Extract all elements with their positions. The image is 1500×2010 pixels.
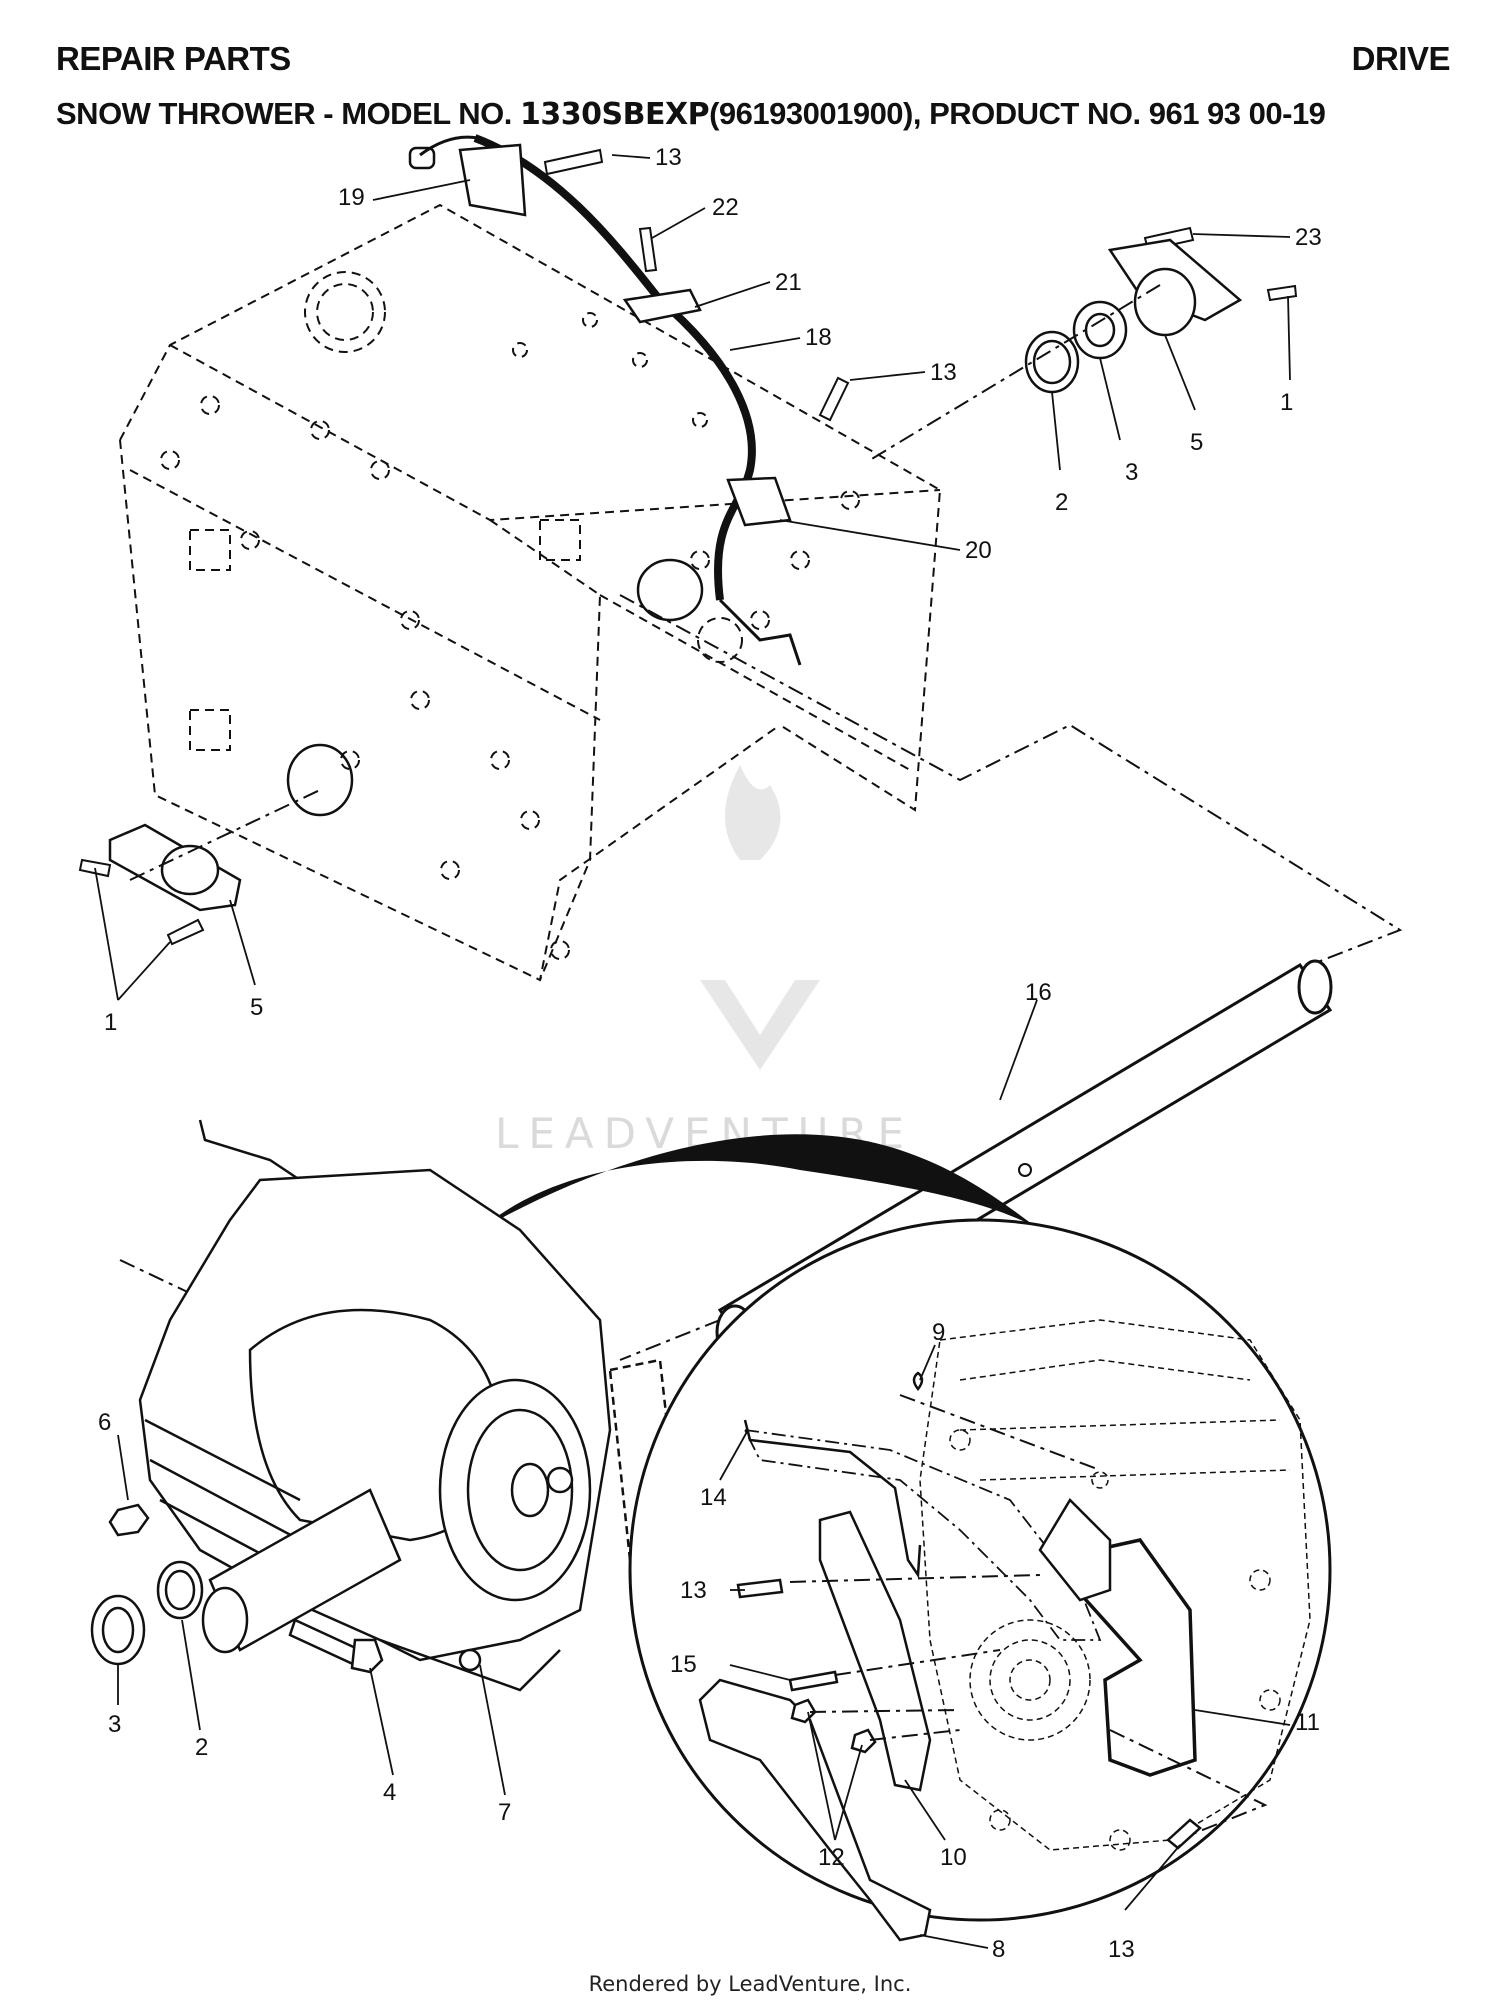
callout-5-right: 5 xyxy=(1190,429,1203,456)
callout-20: 20 xyxy=(965,537,992,564)
callout-15: 15 xyxy=(670,1651,697,1678)
callout-3-right: 3 xyxy=(1125,459,1138,486)
callout-3-left: 3 xyxy=(108,1711,121,1738)
callout-14: 14 xyxy=(700,1484,727,1511)
pin-15-icon xyxy=(788,1670,839,1692)
hex-nut-6-icon xyxy=(108,1503,150,1537)
subtitle-suffix: (96193001900), PRODUCT NO. 961 93 00-19 xyxy=(709,96,1326,131)
callout-11: 11 xyxy=(1295,1709,1320,1736)
callout-8: 8 xyxy=(992,1936,1005,1963)
callout-13-detail: 13 xyxy=(680,1577,707,1604)
left-bearing-hole xyxy=(286,743,354,817)
callout-12: 12 xyxy=(818,1844,845,1871)
bolt-1-left-b-icon xyxy=(166,918,205,946)
category-title: DRIVE xyxy=(1351,40,1451,77)
bolt-1-right-icon xyxy=(1266,284,1298,302)
right-bearing-stack xyxy=(1024,238,1243,394)
cable-end-eyelet-icon xyxy=(408,146,436,170)
callout-18: 18 xyxy=(805,324,832,351)
cable-bracket xyxy=(458,143,527,217)
callout-2-left: 2 xyxy=(195,1734,208,1761)
detail-view-circle xyxy=(628,1218,1332,1922)
callout-13-top: 13 xyxy=(655,144,682,171)
bearing-housing-left xyxy=(160,844,220,896)
bolt-13-bottom-icon xyxy=(1166,1818,1202,1850)
chevron-logo-icon xyxy=(700,980,820,1070)
detail-callout-wedge xyxy=(480,1134,1040,1230)
footer-credit: Rendered by LeadVenture, Inc. xyxy=(588,1972,912,1996)
bolt-13-detail-icon xyxy=(736,1578,784,1599)
callout-16: 16 xyxy=(1025,979,1052,1006)
bolt-13-mid-icon xyxy=(818,376,850,422)
callout-21: 21 xyxy=(775,269,802,296)
cable-bracket-lower xyxy=(726,476,792,527)
callout-1-right: 1 xyxy=(1280,389,1293,416)
bearing-housing-right xyxy=(1133,267,1197,337)
left-bearing-stack xyxy=(108,823,242,912)
leadventure-watermark: LEADVENTURE xyxy=(495,765,904,1158)
transmission-assembly xyxy=(138,1119,682,1692)
section-title: REPAIR PARTS xyxy=(56,40,291,77)
model-number: 1330SBEXP xyxy=(519,97,710,132)
callout-23: 23 xyxy=(1295,224,1322,251)
cable-assembly xyxy=(408,134,802,666)
control-rod-14 xyxy=(743,1419,922,1579)
callout-19: 19 xyxy=(338,184,365,211)
subtitle-prefix: SNOW THROWER - MODEL NO. xyxy=(56,96,512,131)
callout-6: 6 xyxy=(98,1409,111,1436)
pedal-bracket-8 xyxy=(698,1678,932,1942)
callout-22: 22 xyxy=(712,194,739,221)
callout-13-bottom: 13 xyxy=(1108,1936,1135,1963)
detail-transmission-outline xyxy=(919,1319,1311,1851)
bracket-10 xyxy=(818,1510,932,1792)
callout-7: 7 xyxy=(498,1799,511,1826)
callout-2-right: 2 xyxy=(1055,489,1068,516)
callout-10: 10 xyxy=(940,1844,967,1871)
model-subtitle: SNOW THROWER - MODEL NO. 1330SBEXP(96193… xyxy=(56,96,1450,132)
callout-5-left: 5 xyxy=(250,994,263,1021)
right-bearing-hole xyxy=(636,558,704,622)
page-header: REPAIR PARTS DRIVE xyxy=(56,40,1451,78)
auger-housing xyxy=(119,203,942,982)
nut-12b-icon xyxy=(850,1728,877,1754)
bolt-13-top-icon xyxy=(543,148,604,176)
cotter-pin-9-icon xyxy=(912,1371,924,1392)
callout-13-mid: 13 xyxy=(930,359,957,386)
callout-4: 4 xyxy=(383,1779,396,1806)
callout-9: 9 xyxy=(932,1319,945,1346)
flame-logo-icon xyxy=(725,765,781,860)
cable-clip xyxy=(622,288,702,324)
callout-1-left: 1 xyxy=(104,1009,117,1036)
screw-22-icon xyxy=(638,226,658,273)
